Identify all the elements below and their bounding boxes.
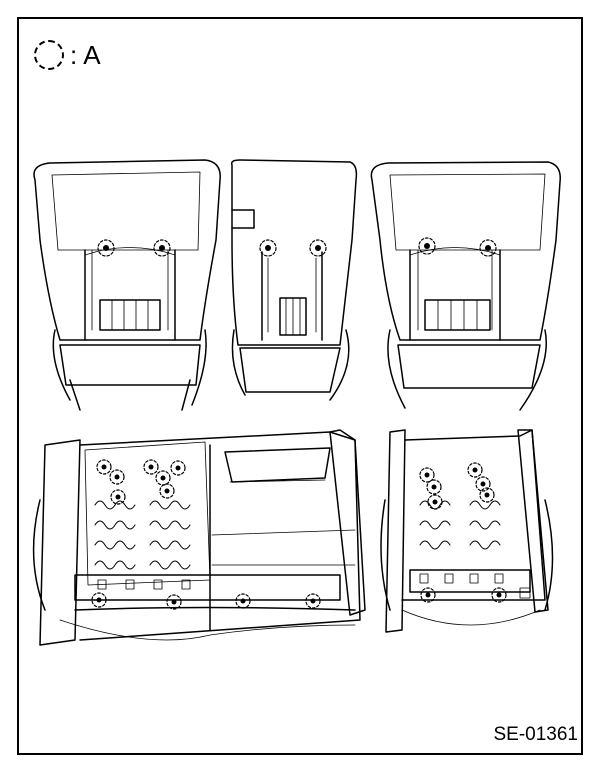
hook-marker bbox=[309, 239, 327, 257]
hook-marker bbox=[419, 467, 435, 483]
legend-label: A bbox=[83, 40, 101, 70]
legend-separator: : bbox=[70, 40, 78, 70]
seatback-left bbox=[33, 159, 221, 411]
hook-markers bbox=[91, 237, 507, 610]
hook-marker bbox=[491, 587, 507, 603]
seatback-right bbox=[370, 161, 561, 411]
hook-marker bbox=[91, 592, 107, 608]
hook-marker bbox=[97, 239, 115, 257]
legend: : A bbox=[34, 38, 101, 72]
figure-frame bbox=[17, 17, 583, 755]
hook-marker bbox=[259, 239, 277, 257]
hook-marker bbox=[305, 593, 321, 609]
hook-glyphs bbox=[96, 243, 502, 605]
hook-marker bbox=[467, 462, 483, 478]
hook-marker bbox=[153, 239, 171, 257]
hook-marker bbox=[479, 487, 495, 503]
hook-marker bbox=[166, 594, 182, 610]
hook-marker bbox=[418, 237, 436, 255]
hook-marker bbox=[427, 494, 443, 510]
hook-marker bbox=[170, 460, 186, 476]
hook-marker bbox=[159, 483, 175, 499]
hook-marker bbox=[109, 469, 125, 485]
hook-marker bbox=[475, 476, 491, 492]
hook-marker bbox=[96, 459, 112, 475]
hook-marker bbox=[235, 593, 251, 609]
cushion-small bbox=[380, 429, 554, 633]
figure-id: SE-01361 bbox=[493, 724, 578, 745]
cushion-large bbox=[32, 429, 366, 646]
hook-marker bbox=[110, 489, 126, 505]
hook-marker bbox=[420, 587, 436, 603]
hook-marker bbox=[479, 239, 497, 257]
hook-marker bbox=[426, 479, 442, 495]
hook-marker bbox=[143, 459, 159, 475]
dashed-circle-icon bbox=[34, 40, 64, 70]
seatback-middle bbox=[230, 159, 358, 401]
